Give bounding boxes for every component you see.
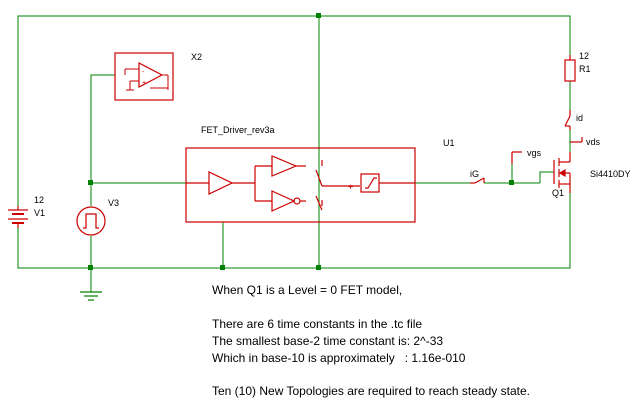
id-probe-label: id xyxy=(576,113,583,123)
v3-name-label: V3 xyxy=(108,198,119,208)
r1-name-label: R1 xyxy=(579,64,591,74)
svg-text:-: - xyxy=(142,69,145,76)
wires xyxy=(17,15,571,292)
note-line-4: Which in base-10 is approximately : 1.16… xyxy=(212,351,466,365)
fet-driver-block-icon[interactable] xyxy=(185,147,416,223)
x2-label: X2 xyxy=(191,52,202,62)
v1-name-label: V1 xyxy=(34,208,45,218)
vds-probe-label: vds xyxy=(586,137,601,147)
vds-voltage-probe-icon[interactable] xyxy=(570,137,583,143)
vgs-probe-label: vgs xyxy=(527,148,542,158)
ig-current-probe-icon[interactable] xyxy=(470,177,485,184)
v1-value-label: 12 xyxy=(34,195,44,205)
pulse-source-v3-icon[interactable] xyxy=(76,206,106,236)
svg-text:+: + xyxy=(142,80,146,87)
vgs-voltage-probe-icon[interactable] xyxy=(511,151,522,164)
q1-name-label: Q1 xyxy=(552,188,564,198)
q1-part-label: Si4410DY xyxy=(590,169,631,179)
junction-nodes xyxy=(88,13,514,270)
plus-sign-label: + xyxy=(348,182,353,192)
ig-probe-label: iG xyxy=(470,169,479,179)
resistor-r1-icon[interactable] xyxy=(564,55,576,82)
note-line-3: The smallest base-2 time constant is: 2^… xyxy=(212,334,444,348)
r1-value-label: 12 xyxy=(579,51,589,61)
note-line-1: When Q1 is a Level = 0 FET model, xyxy=(212,283,403,297)
opamp-x2-icon[interactable]: - + xyxy=(114,52,174,101)
mosfet-q1-icon[interactable] xyxy=(553,152,571,193)
battery-v1-icon[interactable] xyxy=(8,206,28,228)
ground-icon xyxy=(80,291,102,301)
fet-driver-label: FET_Driver_rev3a xyxy=(201,125,275,135)
note-line-2: There are 6 time constants in the .tc fi… xyxy=(212,317,423,331)
id-current-probe-icon[interactable] xyxy=(564,110,571,130)
u1-label: U1 xyxy=(443,138,455,148)
note-line-5: Ten (10) New Topologies are required to … xyxy=(212,384,530,398)
